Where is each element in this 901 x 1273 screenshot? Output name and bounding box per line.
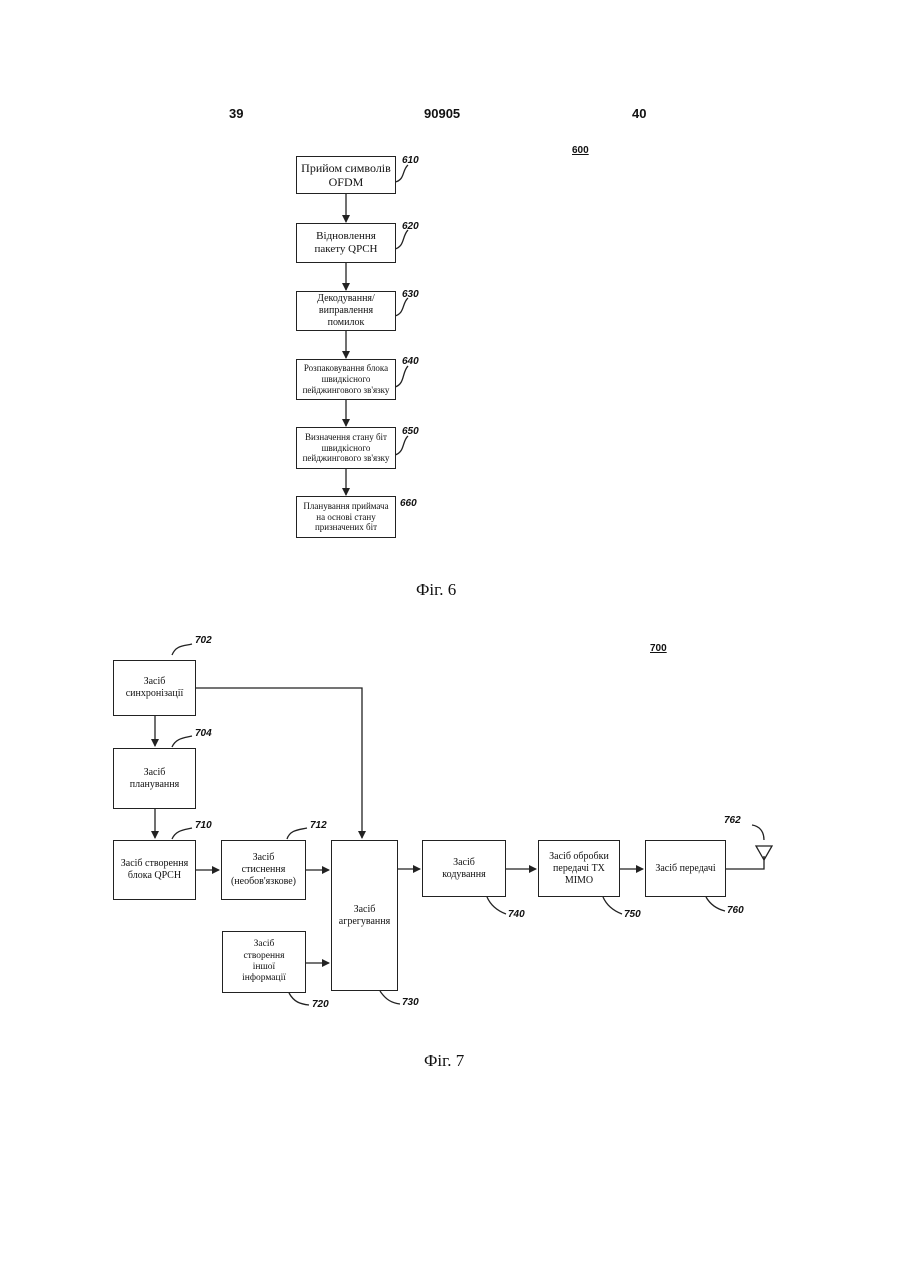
leader-704: [172, 736, 192, 747]
ref-712: 712: [310, 820, 327, 831]
leader-630: [395, 298, 408, 316]
ref-750: 750: [624, 909, 641, 920]
ref-640: 640: [402, 356, 419, 367]
leader-750: [603, 897, 622, 914]
antenna-feed: [726, 856, 764, 869]
step-unpack-block: Розпаковування блока швидкісного пейджин…: [296, 359, 396, 400]
fig7-caption: Фіг. 7: [424, 1051, 464, 1071]
block-sync: Засіб синхронізації: [113, 660, 196, 716]
ref-710: 710: [195, 820, 212, 831]
fig6-id: 600: [572, 145, 589, 156]
ref-762-antenna: 762: [724, 815, 741, 826]
leader-730: [380, 991, 400, 1004]
ref-730: 730: [402, 997, 419, 1008]
leader-760: [706, 897, 725, 911]
ref-702: 702: [195, 635, 212, 646]
block-aggregation: Засіб агрегування: [331, 840, 398, 991]
ref-650: 650: [402, 426, 419, 437]
leader-640: [395, 366, 408, 387]
block-qpch-creator: Засіб створення блока QPCH: [113, 840, 196, 900]
leader-712: [287, 828, 307, 839]
block-tx-mimo: Засіб обробки передачі TX MIMO: [538, 840, 620, 897]
fig6-caption: Фіг. 6: [416, 580, 456, 600]
step-decode-correct: Декодування/ виправлення помилок: [296, 291, 396, 331]
leader-620: [395, 230, 408, 249]
ref-620: 620: [402, 221, 419, 232]
ref-720: 720: [312, 999, 329, 1010]
block-scheduler: Засіб планування: [113, 748, 196, 809]
step-receive-ofdm: Прийом символів OFDM: [296, 156, 396, 194]
arrow-sync-aggregate: [196, 688, 362, 838]
block-transmitter: Засіб передачі: [645, 840, 726, 897]
leader-710: [172, 828, 192, 839]
ref-630: 630: [402, 289, 419, 300]
fig7-id: 700: [650, 643, 667, 654]
step-recover-qpch: Відновлення пакету QPCH: [296, 223, 396, 263]
block-encoder: Засіб кодування: [422, 840, 506, 897]
ref-740: 740: [508, 909, 525, 920]
step-determine-bits: Визначення стану біт швидкісного пейджин…: [296, 427, 396, 469]
leader-610: [395, 165, 408, 182]
ref-704: 704: [195, 728, 212, 739]
ref-760: 760: [727, 905, 744, 916]
leader-702: [172, 644, 192, 655]
block-other-info: Засіб створення іншої інформації: [222, 931, 306, 993]
block-compression: Засіб стиснення (необов'язкове): [221, 840, 306, 900]
ref-660: 660: [400, 498, 417, 509]
leader-720: [289, 993, 309, 1005]
step-schedule-receiver: Планування приймача на основі стану приз…: [296, 496, 396, 538]
leader-762: [752, 825, 764, 840]
leader-740: [487, 897, 506, 914]
ref-610: 610: [402, 155, 419, 166]
leader-650: [395, 436, 408, 455]
